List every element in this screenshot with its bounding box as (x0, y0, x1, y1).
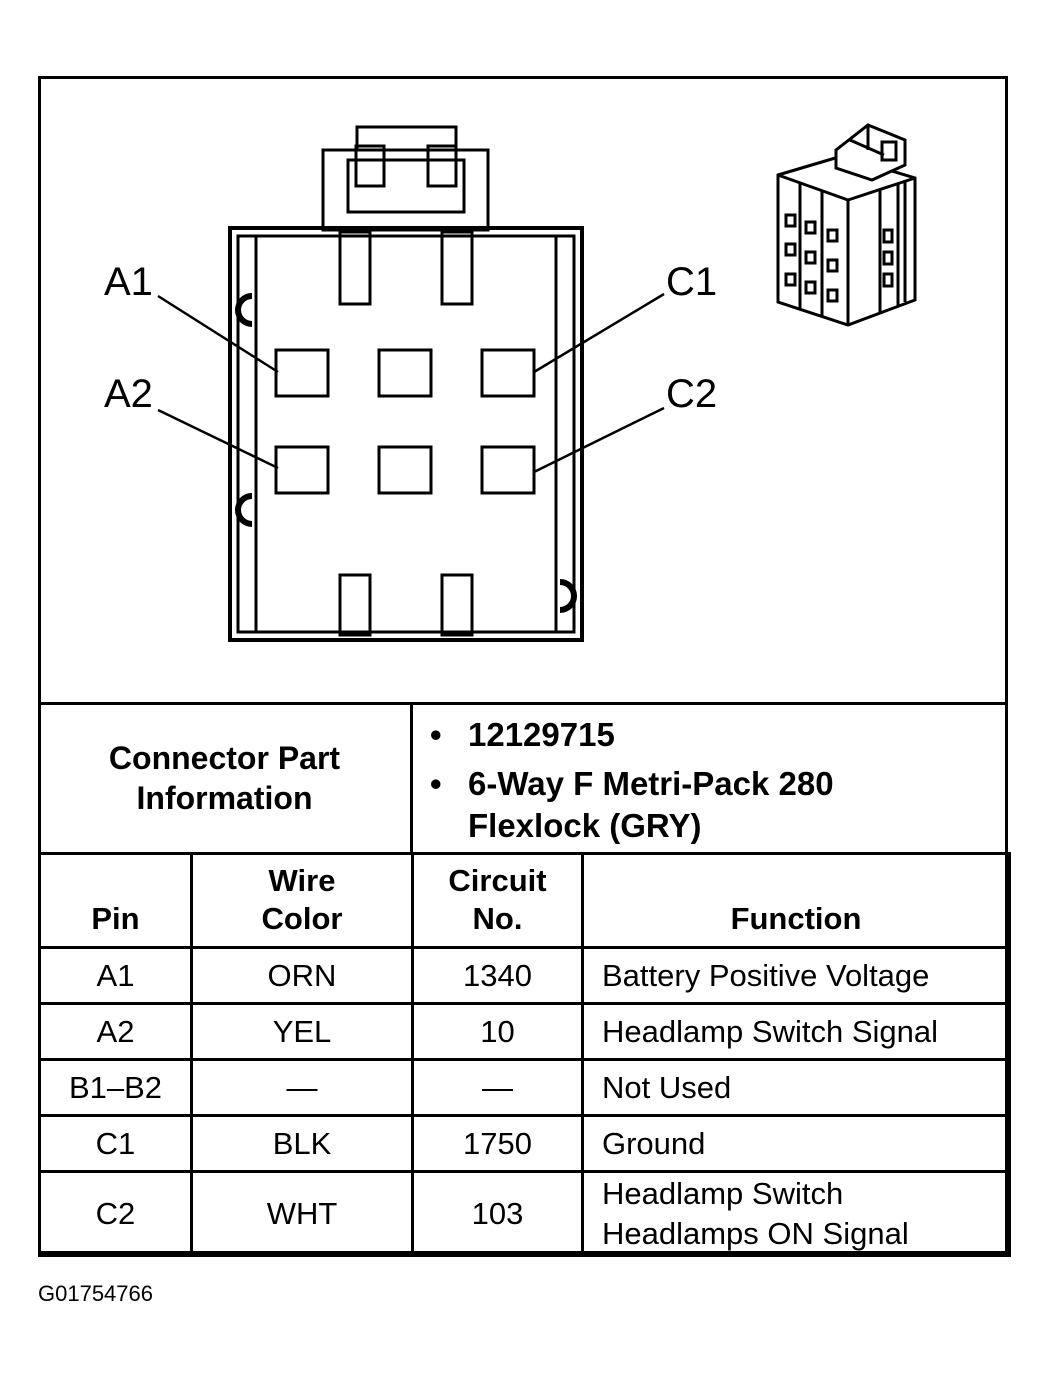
bullet-icon: • (430, 716, 442, 753)
divider-line (38, 702, 1008, 705)
connector-diagram (157, 123, 917, 642)
function-line2: Headlamps ON Signal (602, 1215, 909, 1251)
wire-color-cell: YEL (190, 1002, 414, 1061)
table-header-row: Pin Wire Color Circuit No. Function (38, 852, 1011, 949)
header-circuit: Circuit No. (411, 852, 584, 949)
function-line1: Headlamp Switch (602, 1175, 844, 1211)
callout-a1: A1 (104, 260, 153, 304)
pin-cell: A1 (38, 946, 193, 1005)
wire-color-cell: BLK (190, 1114, 414, 1173)
part-number-item: • 12129715 (430, 714, 990, 755)
connector-info-label-line2: Information (136, 780, 313, 816)
pin-cell: C1 (38, 1114, 193, 1173)
connector-iso-view (776, 123, 917, 327)
figure-id: G01754766 (38, 1281, 153, 1306)
table-row: A2 YEL 10 Headlamp Switch Signal (38, 1002, 1011, 1061)
table-row: A1 ORN 1340 Battery Positive Voltage (38, 946, 1011, 1005)
description-item: • 6-Way F Metri-Pack 280 Flexlock (GRY) (430, 763, 990, 846)
circuit-cell: — (411, 1058, 584, 1117)
connector-info-label: Connector Part Information (38, 704, 411, 852)
divider-line (410, 704, 413, 852)
table-row: C2 WHT 103 Headlamp Switch Headlamps ON … (38, 1170, 1011, 1257)
connector-info-details: • 12129715 • 6-Way F Metri-Pack 280 Flex… (430, 714, 990, 854)
description-line2: Flexlock (GRY) (468, 806, 702, 844)
function-cell: Headlamp Switch Signal (581, 1002, 1011, 1061)
circuit-cell: 10 (411, 1002, 584, 1061)
circuit-cell: 1750 (411, 1114, 584, 1173)
wire-color-cell: — (190, 1058, 414, 1117)
wire-color-cell: WHT (190, 1170, 414, 1257)
callout-c1: C1 (666, 260, 718, 304)
header-pin: Pin (38, 852, 193, 949)
pin-table: Pin Wire Color Circuit No. Function A1 O… (38, 852, 1011, 1257)
pin-cell: A2 (38, 1002, 193, 1061)
header-function: Function (581, 852, 1011, 949)
pin-cell: C2 (38, 1170, 193, 1257)
function-cell: Ground (581, 1114, 1011, 1173)
pin-cell: B1–B2 (38, 1058, 193, 1117)
callout-a2: A2 (104, 372, 153, 416)
function-cell: Battery Positive Voltage (581, 946, 1011, 1005)
table-row: C1 BLK 1750 Ground (38, 1114, 1011, 1173)
function-cell: Not Used (581, 1058, 1011, 1117)
connector-face-view (157, 125, 665, 642)
callout-c2: C2 (666, 372, 718, 416)
bullet-icon: • (430, 765, 442, 803)
circuit-cell: 1340 (411, 946, 584, 1005)
connector-info-label-line1: Connector Part (108, 740, 341, 776)
function-cell: Headlamp Switch Headlamps ON Signal (581, 1170, 1011, 1257)
part-number: 12129715 (468, 716, 615, 753)
header-wire-color: Wire Color (190, 852, 414, 949)
table-row: B1–B2 — — Not Used (38, 1058, 1011, 1117)
circuit-cell: 103 (411, 1170, 584, 1257)
description-line1: 6-Way F Metri-Pack 280 (468, 765, 834, 803)
connector-info-row: Connector Part Information • 12129715 • … (38, 704, 1008, 852)
wire-color-cell: ORN (190, 946, 414, 1005)
